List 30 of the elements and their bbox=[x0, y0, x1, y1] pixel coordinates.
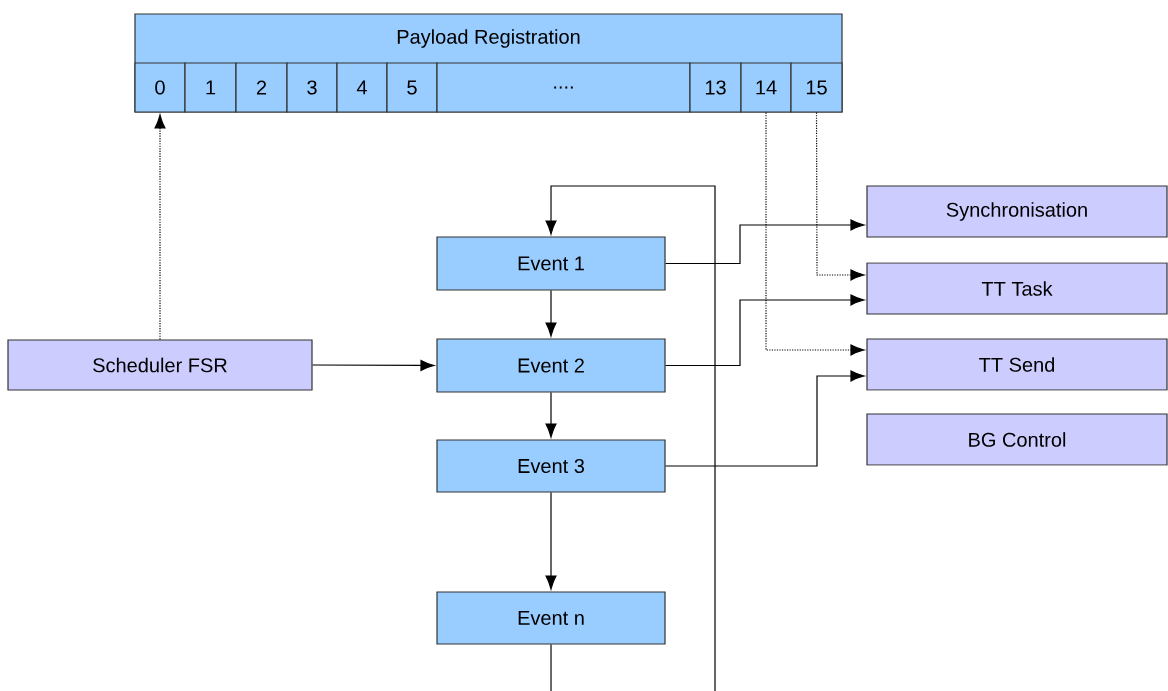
arrow bbox=[665, 294, 865, 367]
process-box: TT Send bbox=[866, 338, 1168, 391]
process-box: Scheduler FSR bbox=[7, 339, 313, 391]
arrow bbox=[545, 290, 557, 337]
register-cell: 1 bbox=[184, 62, 237, 113]
arrow bbox=[665, 370, 865, 467]
arrow bbox=[312, 359, 435, 371]
register-cell: 13 bbox=[689, 62, 742, 113]
process-box: BG Control bbox=[866, 413, 1168, 466]
leader-line bbox=[154, 114, 166, 340]
event-box: Event 1 bbox=[436, 236, 666, 291]
leader-line bbox=[815, 112, 865, 281]
arrow bbox=[545, 185, 716, 691]
arrow bbox=[545, 392, 557, 438]
event-box: Event 3 bbox=[436, 439, 666, 493]
arrow bbox=[545, 492, 557, 590]
register-cell: 3 bbox=[286, 62, 338, 113]
register-cell: 14 bbox=[740, 62, 792, 113]
event-box: Event n bbox=[436, 591, 666, 645]
event-box: Event 2 bbox=[436, 338, 666, 393]
register-cell: 4 bbox=[336, 62, 388, 113]
arrow bbox=[665, 219, 865, 265]
process-box: Synchronisation bbox=[866, 185, 1168, 238]
register-cell: 0 bbox=[134, 62, 186, 113]
register-cell: 15 bbox=[790, 62, 843, 113]
register-cell: 2 bbox=[235, 62, 288, 113]
register-cell: 5 bbox=[386, 62, 438, 113]
process-box: TT Task bbox=[866, 262, 1168, 315]
leader-line bbox=[765, 112, 865, 356]
connector-line bbox=[550, 644, 552, 691]
